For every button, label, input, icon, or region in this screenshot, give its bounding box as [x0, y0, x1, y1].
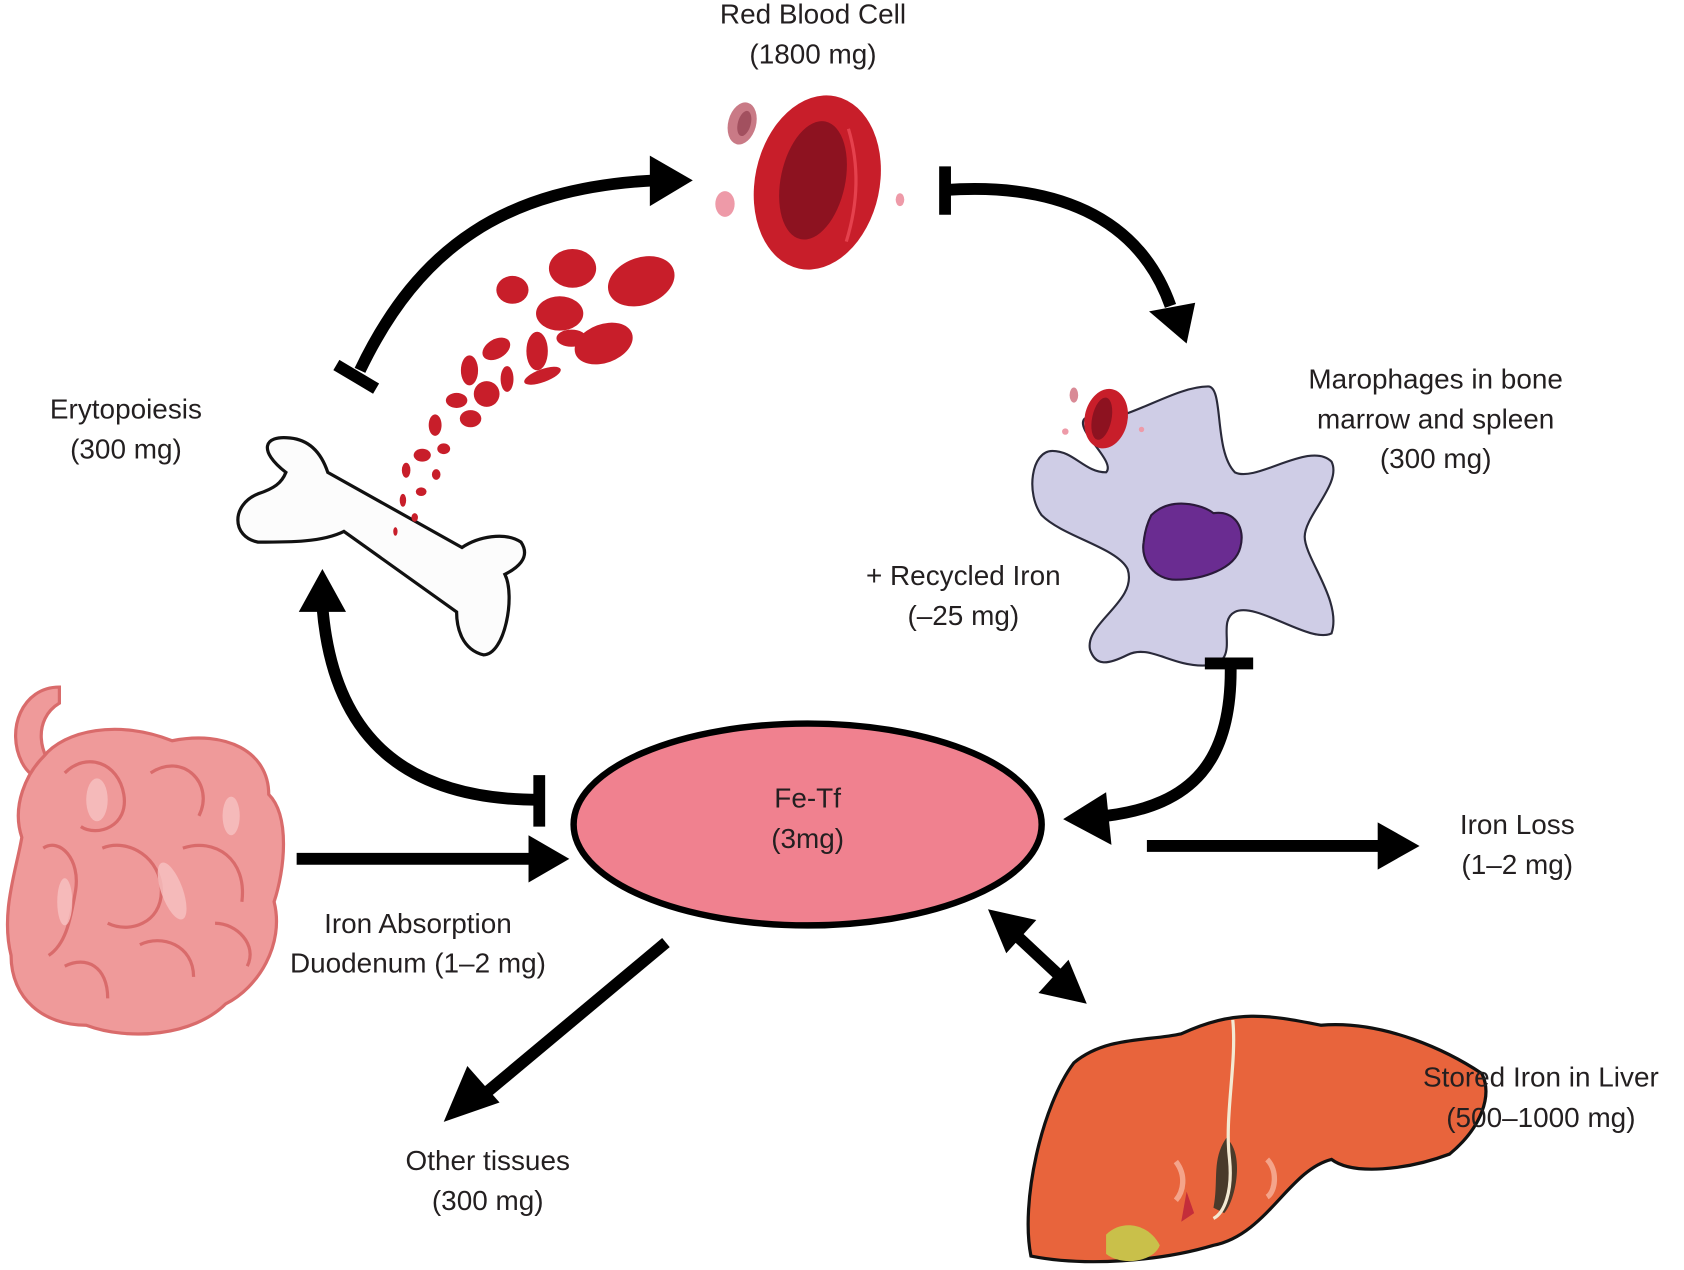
arrow-fe-tf-to-iron-loss: [1146, 822, 1420, 870]
liver-illustration: [1026, 1014, 1488, 1264]
iron-loss-label: Iron Loss: [1460, 809, 1575, 840]
other-tissues-label: Other tissues: [406, 1145, 570, 1176]
fe-tf-amount: (3mg): [771, 823, 844, 854]
liver-label: Stored Iron in Liver: [1423, 1061, 1659, 1092]
arrow-fe-tf-liver-bidirectional: [988, 909, 1087, 1004]
other-tissues-amount: (300 mg): [432, 1185, 544, 1216]
macrophages-amount: (300 mg): [1380, 443, 1492, 474]
erythropoiesis-label: Erytopoiesis: [50, 394, 202, 425]
arrow-rbc-to-macrophages: [939, 166, 1196, 344]
blood-cells-trail-illustration: [393, 249, 675, 536]
macrophages-label-line1: Marophages in bone: [1308, 364, 1562, 395]
fe-tf-label: Fe-Tf: [774, 782, 841, 813]
liver-amount: (500–1000 mg): [1446, 1102, 1635, 1133]
red-blood-cell-illustration: [715, 95, 905, 270]
arrow-erythropoiesis-to-rbc: [333, 155, 693, 394]
recycled-iron-amount: (–25 mg): [907, 600, 1019, 631]
fe-tf-node: [570, 720, 1045, 929]
erythropoiesis-amount: (300 mg): [70, 433, 182, 464]
arrow-fe-tf-to-other-tissues: [443, 938, 670, 1122]
rbc-label: Red Blood Cell: [720, 0, 906, 30]
iron-absorption-label-line1: Iron Absorption: [324, 908, 512, 939]
macrophages-label-line2: marrow and spleen: [1317, 403, 1554, 434]
macrophage-illustration: [1031, 385, 1335, 667]
arrow-fe-tf-to-erythropoiesis: [298, 568, 546, 827]
intestine-illustration: [5, 685, 286, 1036]
rbc-amount: (1800 mg): [749, 38, 876, 69]
bone-illustration: [236, 436, 527, 657]
iron-loss-amount: (1–2 mg): [1461, 849, 1573, 880]
arrow-absorption-to-fe-tf: [296, 835, 570, 883]
iron-absorption-label-line2: Duodenum (1–2 mg): [290, 948, 546, 979]
arrow-macrophages-to-fe-tf: [1063, 657, 1254, 845]
recycled-iron-label: + Recycled Iron: [866, 560, 1061, 591]
